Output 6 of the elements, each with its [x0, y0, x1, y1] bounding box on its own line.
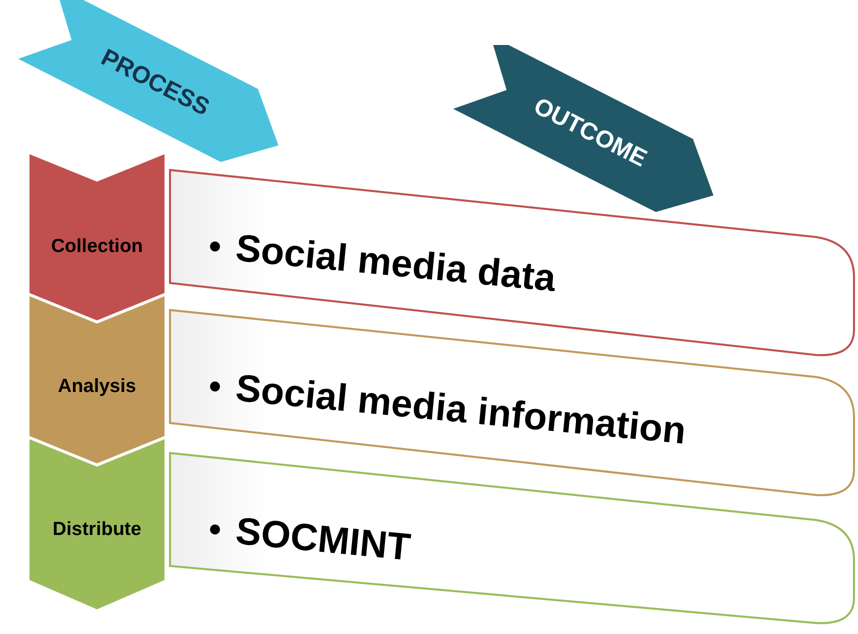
stage-label: Collection — [50, 235, 144, 259]
outcome-text: Social media data — [234, 230, 558, 298]
outcome-text: Social media information — [234, 370, 688, 451]
stage-label: Analysis — [56, 375, 138, 399]
outcome-text: SOCMINT — [234, 512, 412, 568]
stage-label: Distribute — [52, 518, 142, 542]
